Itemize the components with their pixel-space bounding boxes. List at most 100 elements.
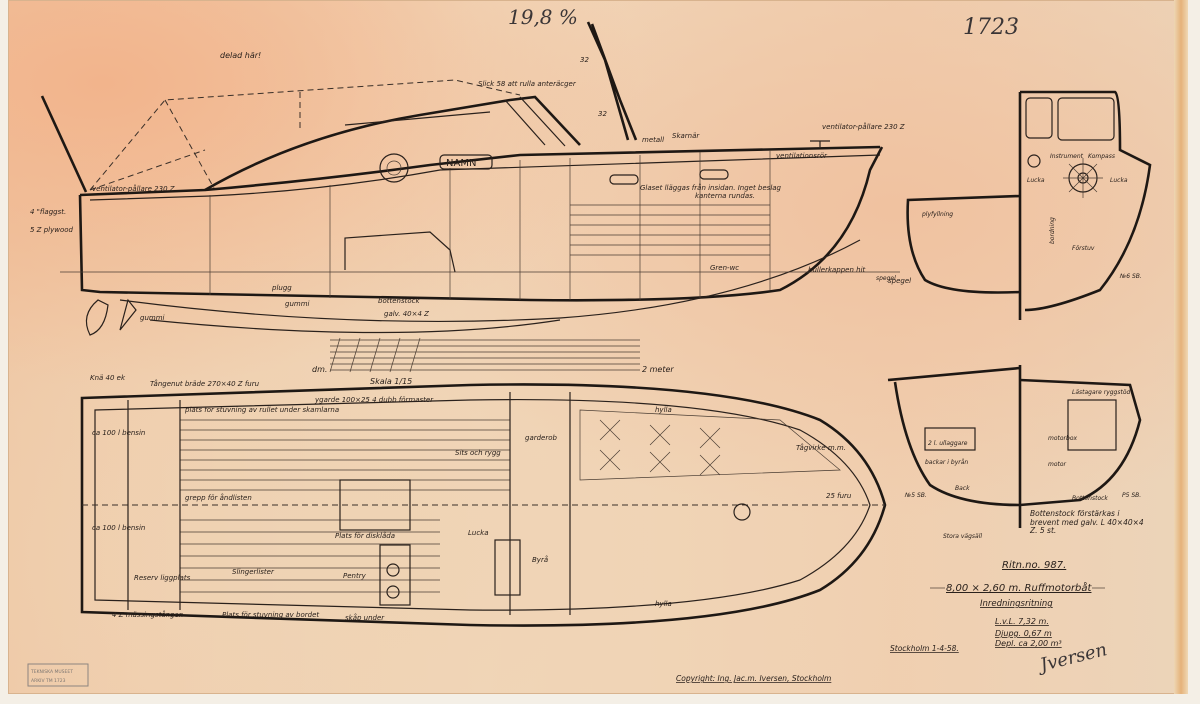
rudder [85,299,109,336]
wheel-spokes [1063,158,1103,198]
label-motorbox: motorbox [1048,435,1077,442]
spec-displacement: Depl. ca 2,00 m³ [995,639,1062,648]
propeller [119,298,137,331]
label-frame: №5 SB. [904,492,927,499]
stamp-line: ARKIV TM 1723 [31,678,66,684]
label-slingerlister: Slingerlister [232,568,275,576]
section-starboard [1020,90,1152,312]
stove-burner [386,563,400,577]
drawing-number: Ritn.no. 987. [1002,560,1066,571]
copyright: Copyright: Ing. Jac.m. Iversen, Stockhol… [676,674,831,683]
label-instrument: Instrument [1050,153,1084,160]
ventilator [810,140,830,147]
section-upper: Instrument Kompass Lucka Lucka Förstuv s… [876,90,1152,320]
label-galv: galv. 40×4 Z [384,310,429,318]
label-lucka: Lucka [1110,177,1128,184]
label-slick: Slick 58 att rulla anteräcger [478,80,577,88]
porthole [609,174,639,185]
label-lucka: Lucka [1027,177,1045,184]
scale-label: Skala 1/15 [370,377,412,386]
sheet-number: 1723 [963,15,1019,40]
label-furu: 25 furu [826,492,852,500]
scale-meter: 2 meter [642,365,674,374]
label-sits: Sits och rygg [455,449,501,457]
label-grepp: grepp för åndlisten [185,493,252,502]
life-ring [379,153,409,183]
engine [344,231,456,273]
label-lucka: Lucka [468,529,489,537]
label-byra: Byrå [532,555,548,564]
label-stora: Stora vägsäll [943,533,982,540]
label-plywood: 5 Z plywood [30,226,74,234]
label-tagvirke: Tågvirke m.m. [796,443,846,452]
label-gren-wc: Gren-wc [710,264,739,272]
archive-stamp: TEKNISKA MUSEET ARKIV TM 1723 [27,663,89,687]
label-skap: skåp under [345,613,385,622]
label-ventilator-aft: ventilator-pållare 230 Z [92,184,175,193]
name-board-label: NAMN [446,158,476,169]
ventilator-icon [1027,154,1041,168]
label-reserv: Reserv liggplats [134,574,191,582]
paper-edge [1174,0,1188,694]
label-forstuv: Förstuv [1072,245,1095,252]
drawing-subtitle: Inredningsritning [980,599,1053,609]
label-bensin: ca 100 l bensin [92,524,145,532]
plan-view: Knä 40 ek Tångenut bräde 270×40 Z furu y… [80,374,887,627]
label-spegel: spegel [888,277,911,285]
label-frame: №6 SB. [1119,273,1142,280]
mast [586,21,638,141]
section-port [887,366,1021,507]
window [1057,97,1115,141]
label-plugg: plugg [271,284,292,292]
label-bottenstock: bottenstock [378,297,420,305]
label-gummi: gummi [285,300,310,308]
cabin-roof [204,95,581,192]
label-bullerkapp: bullerkappen hit [808,266,866,274]
dimension-32: 32 [598,110,607,118]
paper-background [8,0,1188,694]
handwritten-note: 19,8 % [508,5,578,29]
label-kanterna: kanterna rundas. [695,192,755,200]
flagstaff [40,95,88,193]
section-lower: Lästagare ryggstöd motor motorbox 2 l. u… [887,365,1142,540]
title-block: Ritn.no. 987. 8,00 × 2,60 m. Ruffmotorbå… [676,560,1109,683]
label-massing: 4 Z mässingstången [112,610,183,619]
label-skarnar: Skarnär [672,132,700,140]
locker [924,427,976,451]
label-motor: motor [1048,461,1067,468]
drawing-title: 8,00 × 2,60 m. Ruffmotorbåt [946,581,1093,594]
plan-bulkheads [127,392,571,615]
sheer-line [89,154,881,201]
section-port [906,194,1021,294]
scale-dm: dm. [312,365,327,374]
label-garderob: garderob [525,434,558,442]
label-ygarde: ygarde 100×25 4 dubb förmaster [314,396,434,404]
seat-back [1067,399,1117,451]
name-board [439,154,493,170]
scale-bar: dm. Skala 1/15 2 meter [312,337,674,386]
label-backar: backar i byrån [925,459,968,466]
label-frame: P5 SB. [1122,492,1141,499]
label-hylla: hylla [655,406,672,414]
label-back: Back [955,485,970,492]
stove-burner [386,585,400,599]
label-glaset: Glaset lläggas från insidan. Inget besla… [640,183,782,192]
label-ullaggare: 2 l. ullaggare [928,440,968,447]
label-ventilationsror: ventilationsrör [776,152,828,160]
inner-sheer [94,398,871,611]
windscreen [344,96,566,147]
spec-lvl: L.v.L. 7,32 m. [995,617,1049,626]
keel-shoe [149,319,561,334]
label-metall: metall [642,136,664,144]
label-tangenut: Tångenut bräde 270×40 Z furu [150,379,260,388]
spec-draft: Djupg. 0,67 m [995,629,1052,638]
stamp-line: TEKNISKA MUSEET [30,669,73,675]
place-date: Stockholm 1-4-58. [890,644,959,653]
label-forstarkas: Bottenstock förstärkas i brevent med gal… [1030,509,1144,536]
label-kompass: Kompass [1088,153,1115,160]
keel-line [119,239,861,323]
section-starboard [1019,378,1142,507]
label-lastagare: Lästagare ryggstöd [1072,389,1131,396]
